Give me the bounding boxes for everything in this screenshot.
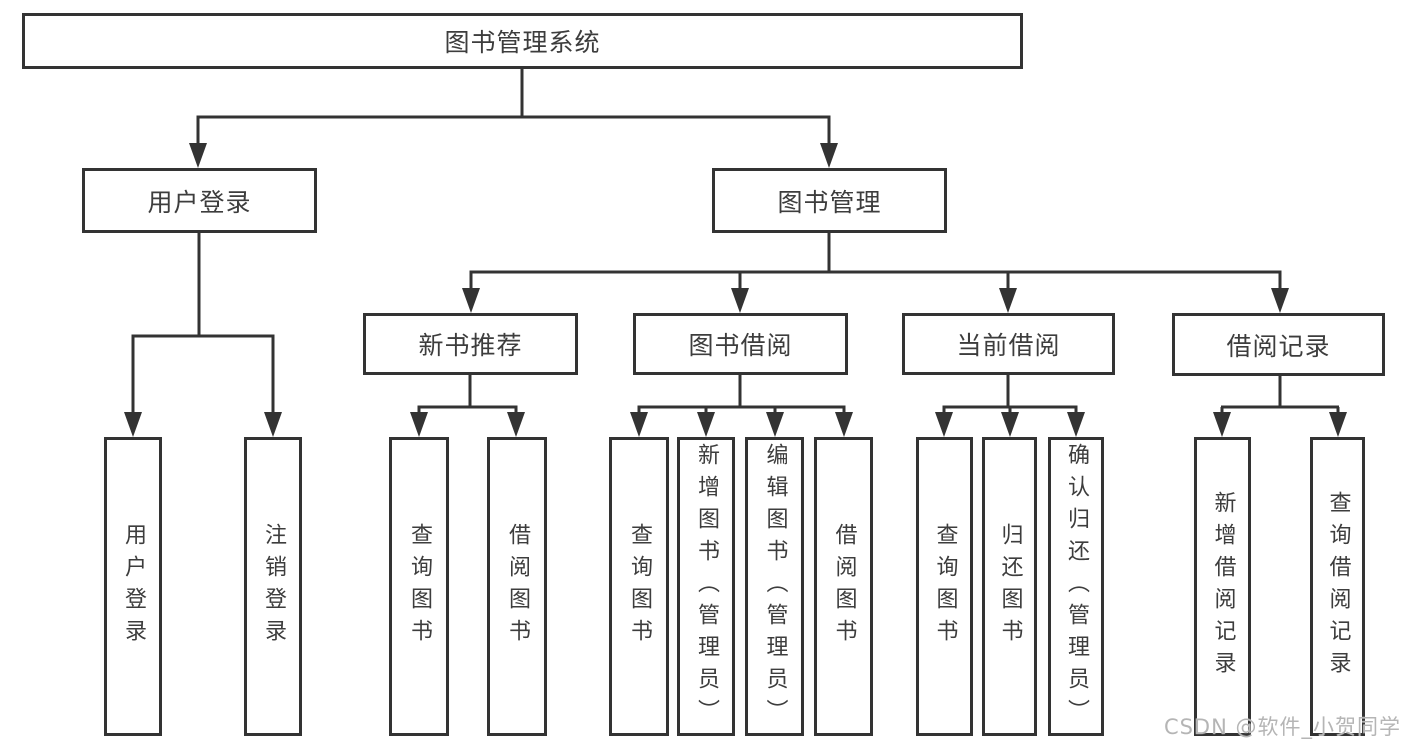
node-label: 用户登录 — [147, 187, 252, 217]
node-new-book-recommendation: 新书推荐 — [363, 313, 578, 375]
leaf-query-book-recommendation: 查询图书 — [389, 437, 449, 736]
node-label: 注销登录 — [261, 522, 286, 651]
node-label: 新书推荐 — [418, 331, 523, 360]
node-label: 图书借阅 — [688, 331, 793, 360]
leaf-confirm-return-admin: 确认归还（管理员） — [1048, 437, 1104, 736]
node-label: 当前借阅 — [956, 331, 1061, 360]
leaf-query-book-current: 查询图书 — [916, 437, 973, 736]
leaf-edit-book-admin: 编辑图书（管理员） — [745, 437, 804, 736]
node-label: 查询图书 — [932, 522, 958, 651]
node-label: 借阅图书 — [831, 522, 857, 651]
node-label: 用户登录 — [121, 522, 146, 651]
leaf-query-borrow-record: 查询借阅记录 — [1310, 437, 1365, 736]
leaf-return-book: 归还图书 — [982, 437, 1037, 736]
node-root-system: 图书管理系统 — [22, 13, 1023, 69]
node-label: 归还图书 — [997, 522, 1023, 651]
node-book-management: 图书管理 — [712, 168, 947, 233]
node-label: 编辑图书（管理员） — [762, 442, 788, 731]
node-current-borrowing: 当前借阅 — [902, 313, 1115, 375]
csdn-watermark: CSDN @软件_小贺同学 — [1163, 715, 1401, 739]
node-label: 查询图书 — [407, 522, 432, 651]
leaf-add-book-admin: 新增图书（管理员） — [677, 437, 735, 736]
leaf-user-login: 用户登录 — [104, 437, 162, 736]
node-label: 新增借阅记录 — [1210, 490, 1236, 683]
node-label: 查询图书 — [627, 522, 652, 651]
node-label: 查询借阅记录 — [1325, 490, 1351, 683]
leaf-query-book-borrowing: 查询图书 — [609, 437, 669, 736]
leaf-borrow-book-recommendation: 借阅图书 — [487, 437, 547, 736]
node-label: 确认归还（管理员） — [1064, 442, 1089, 731]
node-borrowing-records: 借阅记录 — [1172, 313, 1385, 376]
node-book-borrowing: 图书借阅 — [633, 313, 848, 375]
node-label: 图书管理 — [777, 187, 882, 217]
node-user-login: 用户登录 — [82, 168, 317, 233]
leaf-borrow-book-borrowing: 借阅图书 — [814, 437, 873, 736]
leaf-add-borrow-record: 新增借阅记录 — [1194, 437, 1251, 736]
node-label: 图书管理系统 — [444, 28, 601, 57]
node-label: 新增图书（管理员） — [694, 442, 719, 731]
node-label: 借阅记录 — [1226, 331, 1331, 361]
node-label: 借阅图书 — [505, 522, 530, 651]
leaf-logout-login: 注销登录 — [244, 437, 302, 736]
